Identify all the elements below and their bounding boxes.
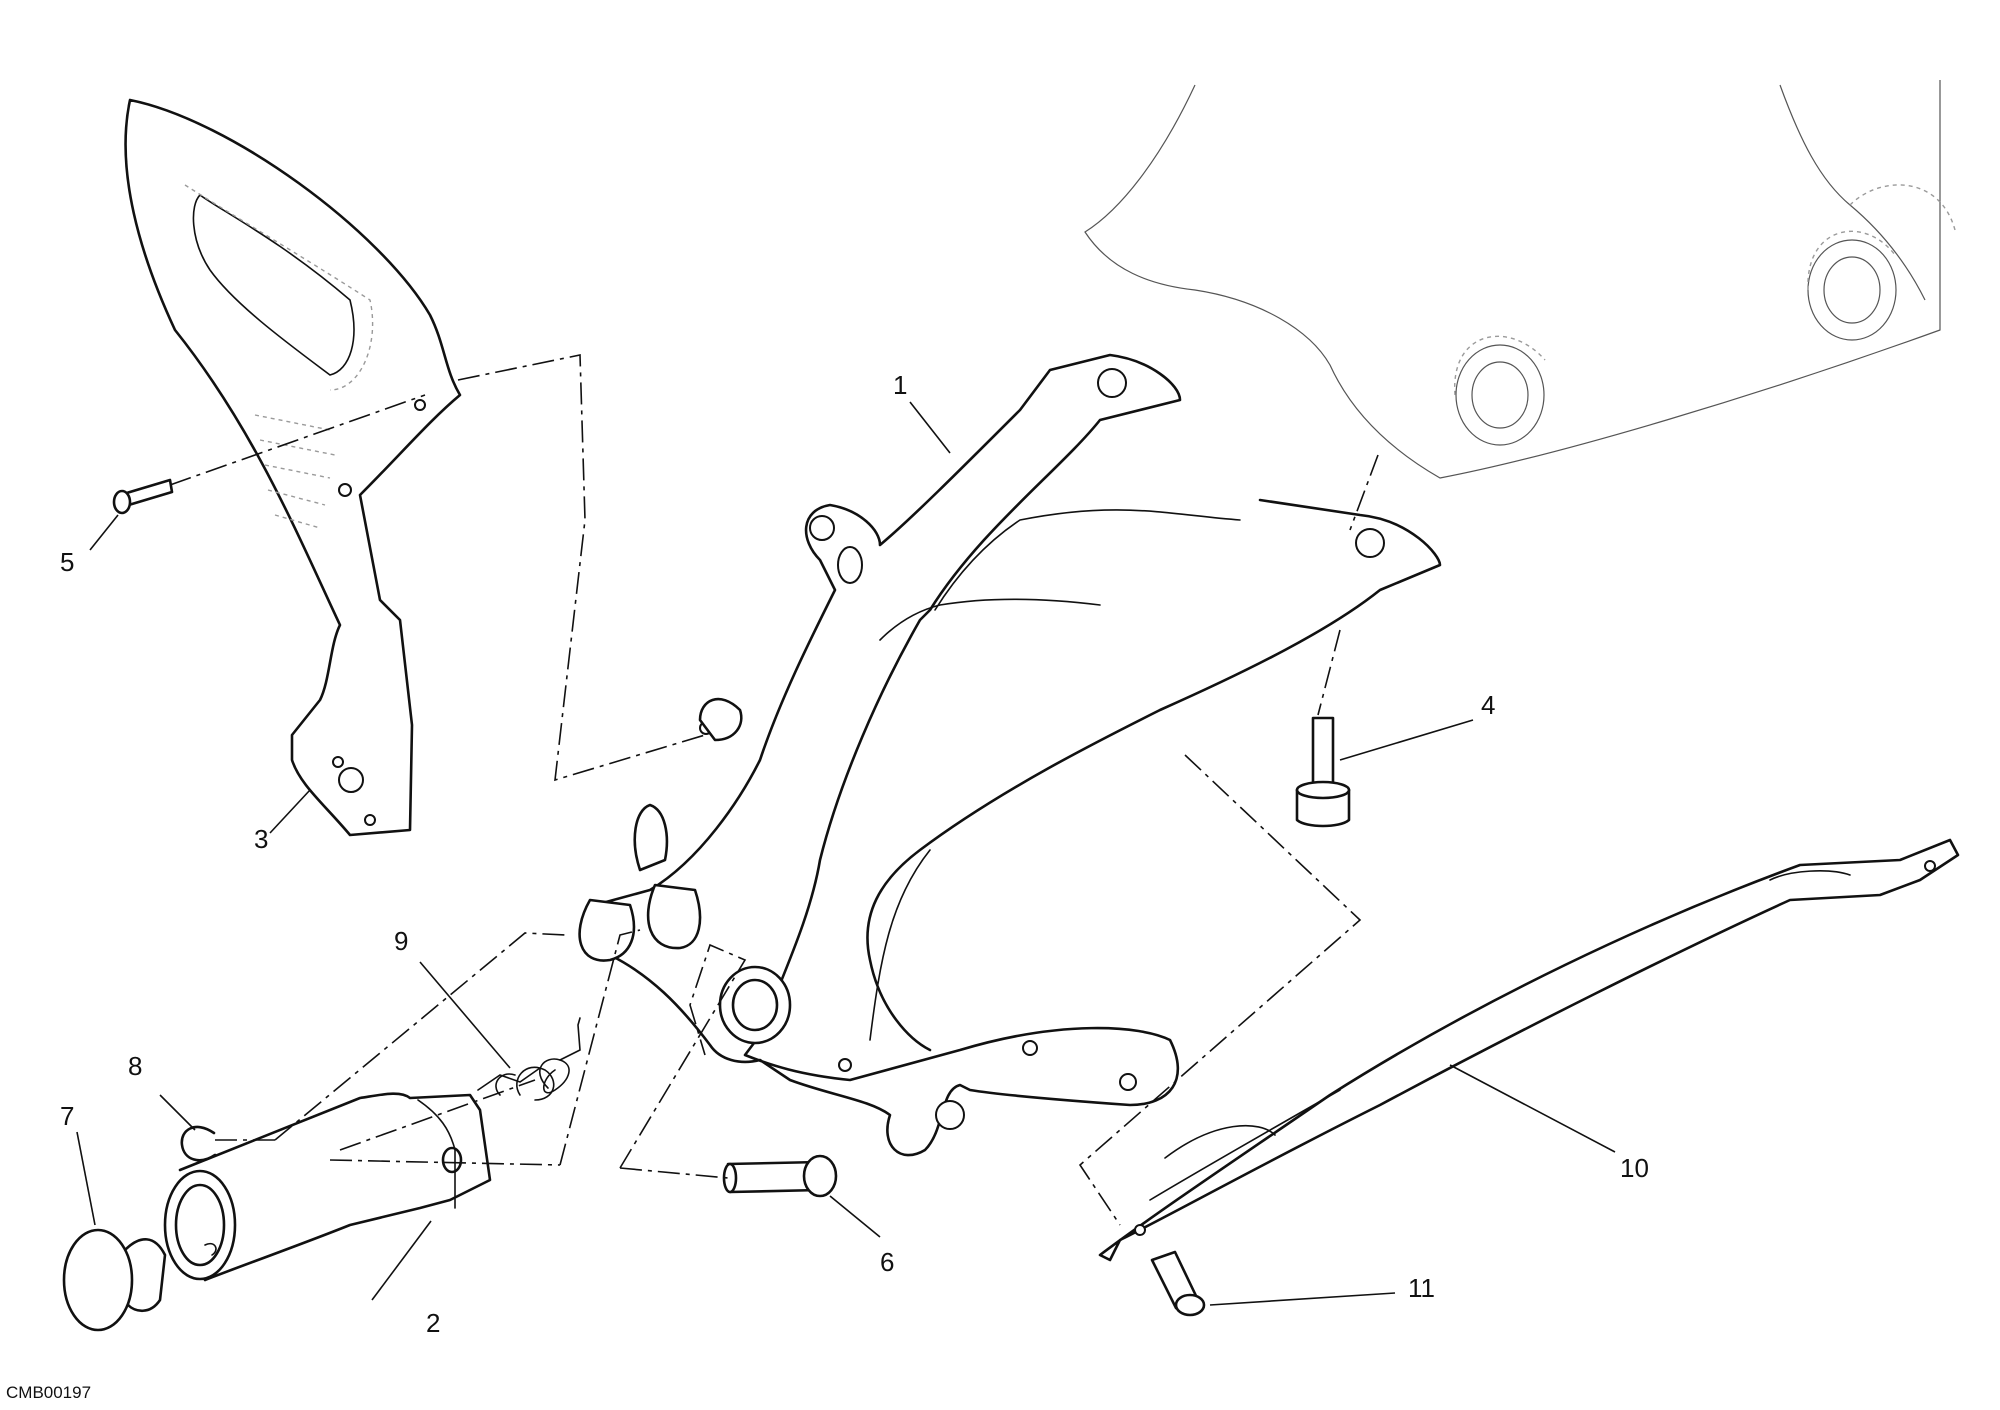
drawing-reference-code: CMB00197 xyxy=(6,1383,91,1402)
footrest-peg xyxy=(163,1092,492,1282)
return-spring xyxy=(477,1017,581,1101)
support-stay xyxy=(1098,838,1960,1262)
callout-8: 8 xyxy=(128,1051,142,1081)
callout-11: 11 xyxy=(1408,1273,1435,1303)
callout-4: 4 xyxy=(1481,690,1495,720)
pivot-pin xyxy=(722,1154,838,1198)
callout-labels: 1 2 3 4 5 6 7 8 9 10 11 xyxy=(60,370,1649,1338)
callout-9: 9 xyxy=(394,926,408,956)
callout-5: 5 xyxy=(60,547,74,577)
callout-10: 10 xyxy=(1620,1153,1649,1183)
circlip xyxy=(180,1125,217,1162)
heel-guard-plate xyxy=(124,98,462,837)
stay-screw xyxy=(1150,1250,1206,1317)
callout-6: 6 xyxy=(880,1247,894,1277)
callout-1: 1 xyxy=(893,370,907,400)
callout-2: 2 xyxy=(426,1308,440,1338)
engine-case-outline xyxy=(1084,80,1956,479)
heel-guard-screw xyxy=(112,478,174,515)
assembly-center-lines xyxy=(169,354,1379,1226)
callout-3: 3 xyxy=(254,824,268,854)
bracket-bolt-upper xyxy=(1295,716,1351,828)
end-cap xyxy=(62,1228,167,1332)
callout-7: 7 xyxy=(60,1101,74,1131)
footrest-bracket xyxy=(578,353,1442,1157)
callout-leaders xyxy=(76,401,1616,1306)
